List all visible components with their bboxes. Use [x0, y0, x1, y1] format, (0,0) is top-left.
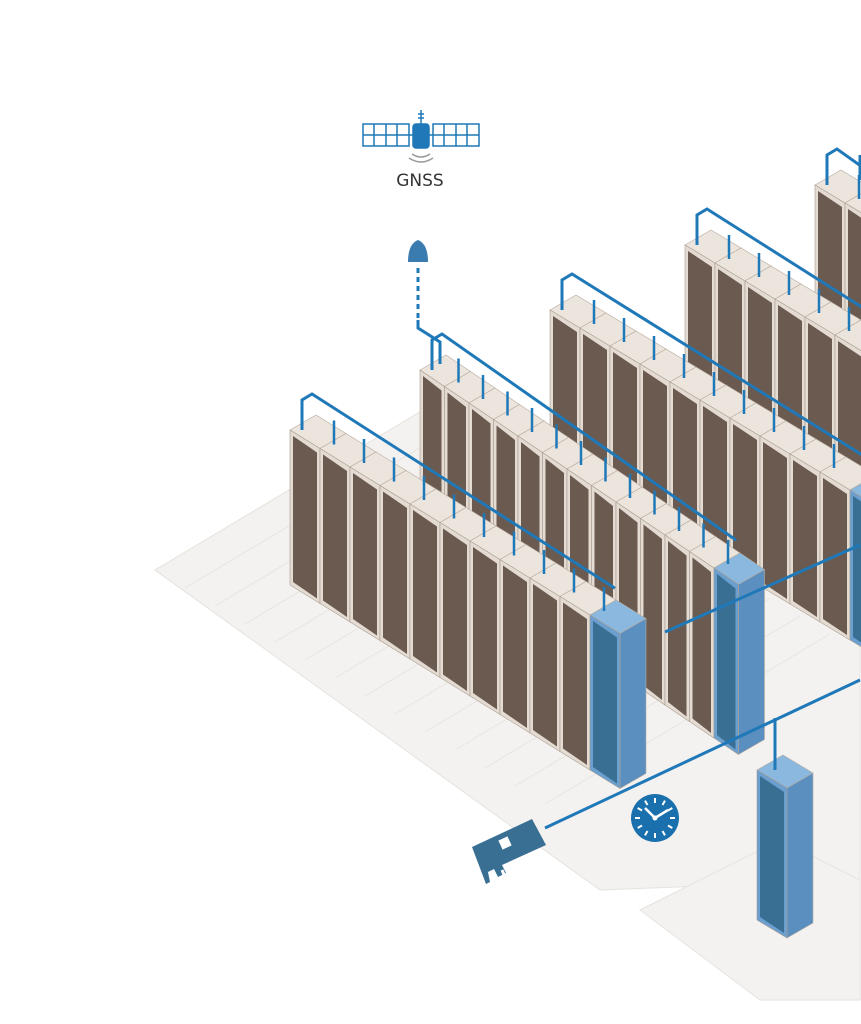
clock-tick	[644, 800, 649, 806]
rack-door	[563, 602, 587, 765]
timing-link	[544, 678, 861, 830]
rack-door	[643, 524, 662, 700]
clock-tick	[637, 807, 643, 812]
rack-door	[323, 454, 347, 617]
network-rack	[849, 483, 861, 647]
rack-door	[717, 574, 736, 750]
gnss-label: GNSS	[396, 171, 444, 191]
cable-tray-main	[695, 207, 861, 309]
gnss-antenna-icon	[408, 240, 442, 364]
rack-top	[844, 193, 861, 213]
rack-door	[383, 491, 407, 654]
network-rack	[713, 552, 766, 756]
rack-top	[849, 483, 861, 497]
cable-tray	[300, 392, 616, 611]
rack-side	[786, 772, 814, 939]
cable-tray	[560, 272, 861, 468]
clock-icon	[631, 794, 679, 842]
rack-door	[593, 621, 617, 784]
cable-tray	[430, 332, 738, 564]
rack-door	[533, 584, 557, 747]
clock-tick	[661, 830, 666, 836]
rack-door	[818, 191, 842, 318]
rack-door	[853, 496, 861, 643]
timing-link	[664, 543, 861, 634]
rack-door	[668, 541, 687, 717]
rack-door	[353, 473, 377, 636]
rack-door	[503, 565, 527, 728]
cable-tray-main	[560, 272, 861, 457]
rack-door	[763, 442, 787, 599]
rack-door	[673, 388, 697, 545]
clock-tick	[667, 824, 673, 829]
rack-door	[703, 406, 727, 563]
clock-tick	[644, 830, 649, 836]
timing-links	[300, 147, 861, 830]
rack-rows	[289, 169, 861, 939]
clock-tick	[667, 807, 673, 812]
rack-door	[293, 436, 317, 599]
rack-door	[613, 352, 637, 509]
cable-tray-main	[825, 147, 861, 185]
network-card-icon	[472, 819, 546, 884]
rack-side	[619, 617, 647, 790]
cable-tray-main	[300, 392, 616, 590]
rack-door	[413, 510, 437, 673]
satellite-icon	[362, 110, 480, 163]
network-rack	[589, 599, 647, 790]
rack-door	[473, 547, 497, 710]
rack-door	[733, 424, 757, 581]
clock-tick	[661, 800, 666, 806]
rack-door	[760, 776, 784, 933]
clock-tick	[637, 824, 643, 829]
rack-door	[443, 528, 467, 691]
cable-tray	[695, 207, 861, 331]
rack-door	[793, 460, 817, 617]
rack-door	[692, 557, 711, 733]
network-rack	[756, 754, 814, 939]
cable-tray-main	[430, 332, 738, 542]
